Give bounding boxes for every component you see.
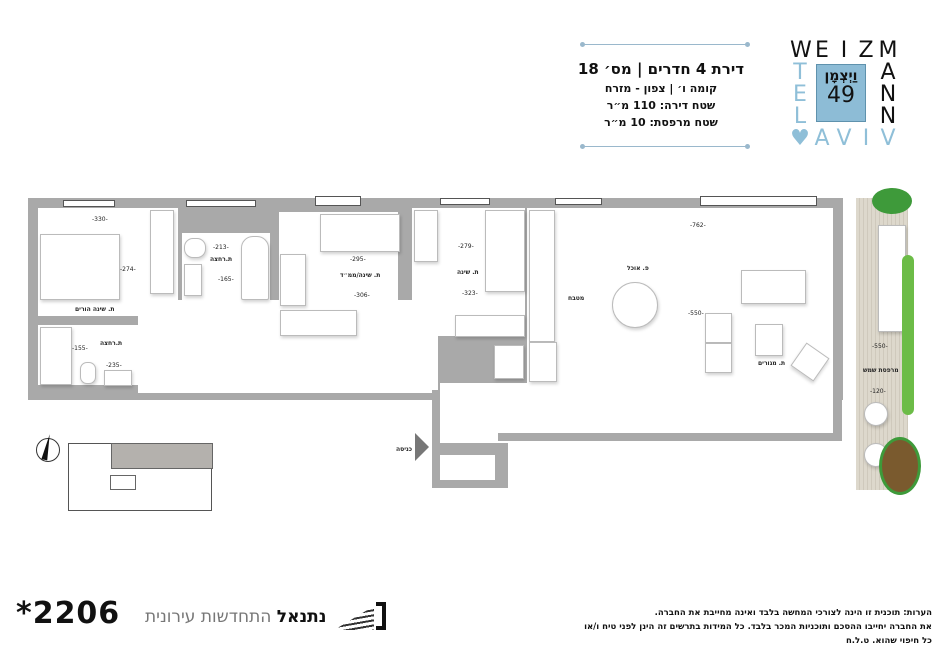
dimension: -330- — [92, 216, 108, 223]
balcony-area: שטח מרפסת: 10 מ״ר — [604, 116, 718, 129]
dimension: -213- — [213, 244, 229, 251]
wardrobe — [455, 315, 525, 337]
logo-letter: I — [862, 126, 870, 151]
logo-letter: E — [815, 38, 829, 63]
dimension: -323- — [462, 290, 478, 297]
developer-name-rest: התחדשות עירונית — [145, 607, 277, 627]
floor-direction: קומה ו׳ | צפון - מזרח — [604, 82, 718, 95]
compass-north-icon — [36, 438, 60, 462]
dimension: -274- — [120, 266, 136, 273]
logo-letter: I — [840, 38, 848, 63]
disclaimer-notes: הערות: תוכנית זו הינה לצורכי המחשה בלבד … — [572, 606, 932, 648]
dimension: -279- — [458, 243, 474, 250]
dimension: -550- — [872, 343, 888, 350]
single-bed — [485, 210, 525, 292]
room-label-dining: פ. אוכל — [627, 265, 649, 272]
desk — [414, 210, 438, 262]
heart-icon: ♥ — [790, 126, 810, 151]
room-label-master-bedroom: ת. שינה הורים — [75, 306, 115, 313]
plan-code: *2206 — [16, 596, 121, 631]
armchair — [705, 313, 732, 343]
developer-logo-icon — [334, 602, 386, 630]
outside-left — [28, 400, 432, 490]
wardrobe — [150, 210, 174, 294]
fridge — [529, 342, 557, 382]
logo-letter: N — [879, 82, 897, 107]
dimension: -295- — [350, 256, 366, 263]
dimension: -165- — [218, 276, 234, 283]
room-label-sun-balcony: מרפסת שמש — [863, 367, 899, 374]
window — [186, 200, 256, 207]
room-label-entrance: כניסה — [396, 446, 413, 453]
logo-letter: L — [793, 104, 807, 129]
plant-icon — [902, 255, 914, 415]
notes-line-1: הערות: תוכנית זו הינה לצורכי המחשה בלבד … — [654, 608, 932, 618]
shower — [40, 327, 72, 385]
logo-letter: E — [793, 82, 807, 107]
sink — [184, 264, 202, 296]
desk — [280, 254, 306, 306]
lower-wall — [498, 433, 833, 441]
logo-hebrew-name: וַיְצְמָן — [824, 68, 858, 84]
notes-line-2: את החברה יחייבו ההסכם ותוכניות המכר בלבד… — [584, 622, 932, 646]
plant-icon — [872, 188, 912, 214]
apartment-title: דירת 4 חדרים | מס׳ 18 — [577, 60, 745, 78]
logo-letter: N — [879, 104, 897, 129]
washing-machine — [494, 345, 524, 379]
sofa — [741, 270, 806, 304]
entrance-wall — [432, 390, 440, 420]
window — [315, 196, 361, 206]
room-label-master-bathroom: ת.רחצה — [100, 340, 123, 347]
toilet — [80, 362, 96, 384]
window — [555, 198, 602, 205]
balcony-table — [864, 402, 888, 426]
entrance-gap — [440, 455, 495, 480]
window — [63, 200, 115, 207]
dimension: -120- — [870, 388, 886, 395]
dimension: -550- — [688, 310, 704, 317]
dining-table — [612, 282, 658, 328]
logo-letter: W — [790, 38, 812, 63]
logo-letter: A — [814, 126, 830, 151]
outside-lower — [508, 441, 842, 489]
developer-name: נתנאל התחדשות עירונית — [145, 607, 326, 627]
dimension: -155- — [72, 345, 88, 352]
entrance-arrow-icon — [415, 433, 429, 461]
logo-box: וַיְצְמָן 49 — [816, 64, 866, 122]
building-highlight — [111, 443, 213, 469]
bathtub — [241, 236, 269, 300]
dimension: -235- — [106, 362, 122, 369]
apartment-area: שטח דירה: 110 מ״ר — [606, 99, 716, 112]
logo-letter: M — [878, 38, 898, 63]
logo-number: 49 — [827, 83, 855, 108]
double-bed — [40, 234, 120, 300]
sink — [104, 370, 132, 386]
room-label-living: ת. מגורים — [758, 360, 786, 367]
dimension: -762- — [690, 222, 706, 229]
building-inner — [110, 475, 136, 490]
room-label-safe-room: ת. שינה/ממ״ד — [340, 272, 381, 279]
logo-letter: A — [880, 60, 896, 85]
logo-letter: Z — [858, 38, 874, 63]
dimension: -306- — [354, 292, 370, 299]
info-divider-top — [580, 42, 750, 47]
toilet — [184, 238, 206, 258]
armchair — [705, 343, 732, 373]
logo-letter: V — [880, 126, 896, 151]
logo-letter: V — [836, 126, 852, 151]
wardrobe — [280, 310, 357, 336]
info-divider-bottom — [580, 144, 750, 149]
kitchen-counter — [529, 210, 555, 342]
window — [700, 196, 817, 206]
coffee-table — [755, 324, 783, 356]
window — [440, 198, 490, 205]
room-label-bathroom: ת.רחצה — [210, 256, 233, 263]
room-label-bedroom: ת. שינה — [457, 269, 479, 276]
logo-letter: T — [793, 60, 807, 85]
plant-icon — [882, 440, 918, 492]
apartment-info: דירת 4 חדרים | מס׳ 18 קומה ו׳ | צפון - מ… — [572, 58, 750, 131]
single-bed — [320, 214, 400, 252]
developer-name-bold: נתנאל — [276, 607, 327, 627]
room-label-kitchen: מטבח — [568, 295, 585, 302]
